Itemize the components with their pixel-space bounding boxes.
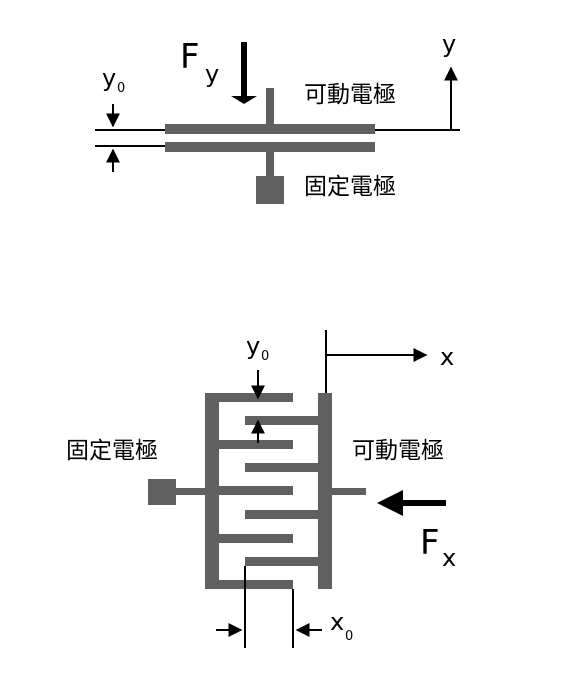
- fx-force-subscript: x: [442, 544, 456, 572]
- top-gap-subscript: 0: [117, 81, 125, 96]
- top-fixed-label: 固定電極: [304, 174, 396, 200]
- top-figure: F y y y 0 可動電極 固定電極: [95, 30, 460, 204]
- comb-movable-electrode: [245, 393, 366, 589]
- fy-force-label: F: [180, 37, 200, 77]
- comb-gap-x-subscript: 0: [345, 629, 353, 644]
- fx-force-arrowhead: [377, 490, 403, 516]
- bottom-figure: x y 0 x 0 F x 固定電極 可動電極: [66, 330, 456, 648]
- fx-force-label: F: [420, 523, 440, 563]
- top-movable-label: 可動電極: [304, 82, 396, 108]
- fy-force-subscript: y: [205, 60, 219, 88]
- top-fixed-electrode: [165, 142, 375, 204]
- comb-gap-x-label: x: [330, 608, 344, 636]
- x-axis-label: x: [440, 343, 454, 371]
- fy-force-arrowhead: [231, 96, 257, 104]
- comb-fixed-electrode: [148, 393, 293, 589]
- comb-fixed-label: 固定電極: [66, 438, 158, 464]
- top-movable-electrode: [165, 88, 375, 134]
- comb-gap-y-subscript: 0: [261, 349, 269, 364]
- y-axis-label: y: [442, 30, 456, 58]
- comb-movable-label: 可動電極: [352, 438, 444, 464]
- top-gap-label: y: [102, 64, 116, 92]
- comb-gap-y-label: y: [246, 332, 260, 360]
